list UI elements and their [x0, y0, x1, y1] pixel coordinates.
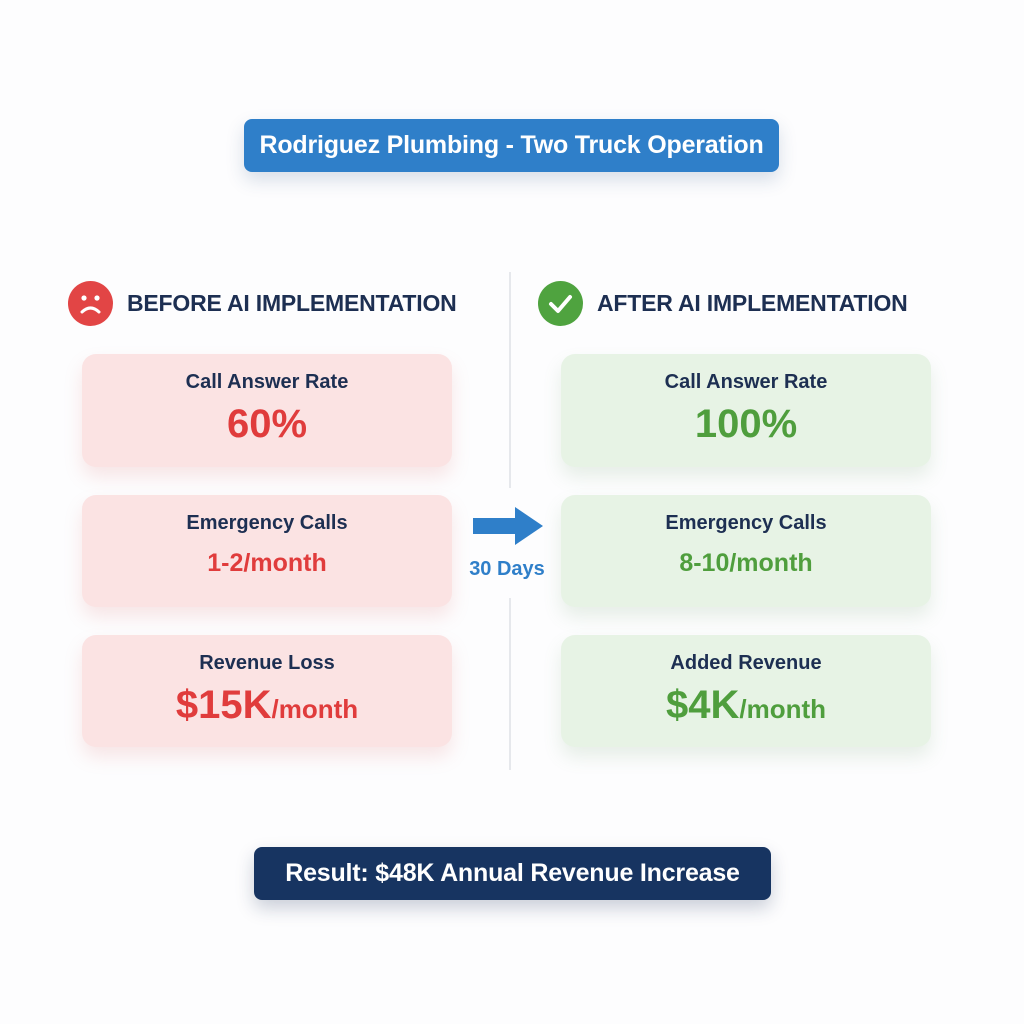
- before-heading: BEFORE AI IMPLEMENTATION: [127, 289, 457, 316]
- page-title-text: Rodriguez Plumbing - Two Truck Operation: [259, 131, 764, 159]
- after-heading: AFTER AI IMPLEMENTATION: [597, 289, 908, 316]
- metric-card-emergency-calls-after: Emergency Calls 8-10/month: [561, 495, 931, 607]
- metric-card-call-answer-rate-after: Call Answer Rate 100%: [561, 354, 931, 467]
- center-divider-bottom: [509, 598, 511, 770]
- before-section-header: BEFORE AI IMPLEMENTATION: [68, 280, 457, 326]
- metric-value-number: 100%: [694, 402, 798, 446]
- metric-label: Added Revenue: [670, 652, 822, 674]
- result-text: Result: $48K Annual Revenue Increase: [285, 859, 740, 887]
- metric-card-revenue-loss: Revenue Loss $15K/month: [82, 635, 452, 747]
- metric-card-call-answer-rate-before: Call Answer Rate 60%: [82, 354, 452, 467]
- transition-label: 30 Days: [469, 558, 545, 580]
- metric-value: 8-10/month: [679, 549, 812, 578]
- metric-label: Emergency Calls: [665, 512, 827, 534]
- after-section-header: AFTER AI IMPLEMENTATION: [538, 280, 908, 326]
- metric-label: Revenue Loss: [199, 652, 335, 674]
- metric-value-number: $15K: [175, 683, 272, 727]
- result-banner: Result: $48K Annual Revenue Increase: [254, 847, 771, 900]
- metric-value: 60%: [227, 402, 307, 447]
- metric-value-unit: /month: [739, 694, 827, 724]
- metric-value-number: 60%: [226, 402, 308, 446]
- metric-label: Call Answer Rate: [185, 371, 349, 393]
- metric-value: 1-2/month: [207, 549, 326, 578]
- metric-card-emergency-calls-before: Emergency Calls 1-2/month: [82, 495, 452, 607]
- page-title: Rodriguez Plumbing - Two Truck Operation: [244, 119, 779, 172]
- metric-value: 100%: [695, 402, 797, 447]
- metric-value: $4K/month: [666, 683, 826, 728]
- metric-value-unit: /month: [271, 694, 359, 724]
- metric-value: $15K/month: [176, 683, 358, 728]
- sad-face-icon: [68, 280, 113, 326]
- metric-label: Call Answer Rate: [664, 371, 828, 393]
- arrow-right-icon: [469, 505, 545, 552]
- center-divider-top: [509, 272, 511, 488]
- metric-value-number: $4K: [665, 683, 740, 727]
- metric-label: Emergency Calls: [186, 512, 348, 534]
- transition-indicator: 30 Days: [462, 505, 552, 581]
- metric-card-added-revenue: Added Revenue $4K/month: [561, 635, 931, 747]
- metric-value-number: 1-2/month: [207, 549, 327, 577]
- metric-value-number: 8-10/month: [679, 549, 813, 577]
- checkmark-icon: [538, 280, 583, 326]
